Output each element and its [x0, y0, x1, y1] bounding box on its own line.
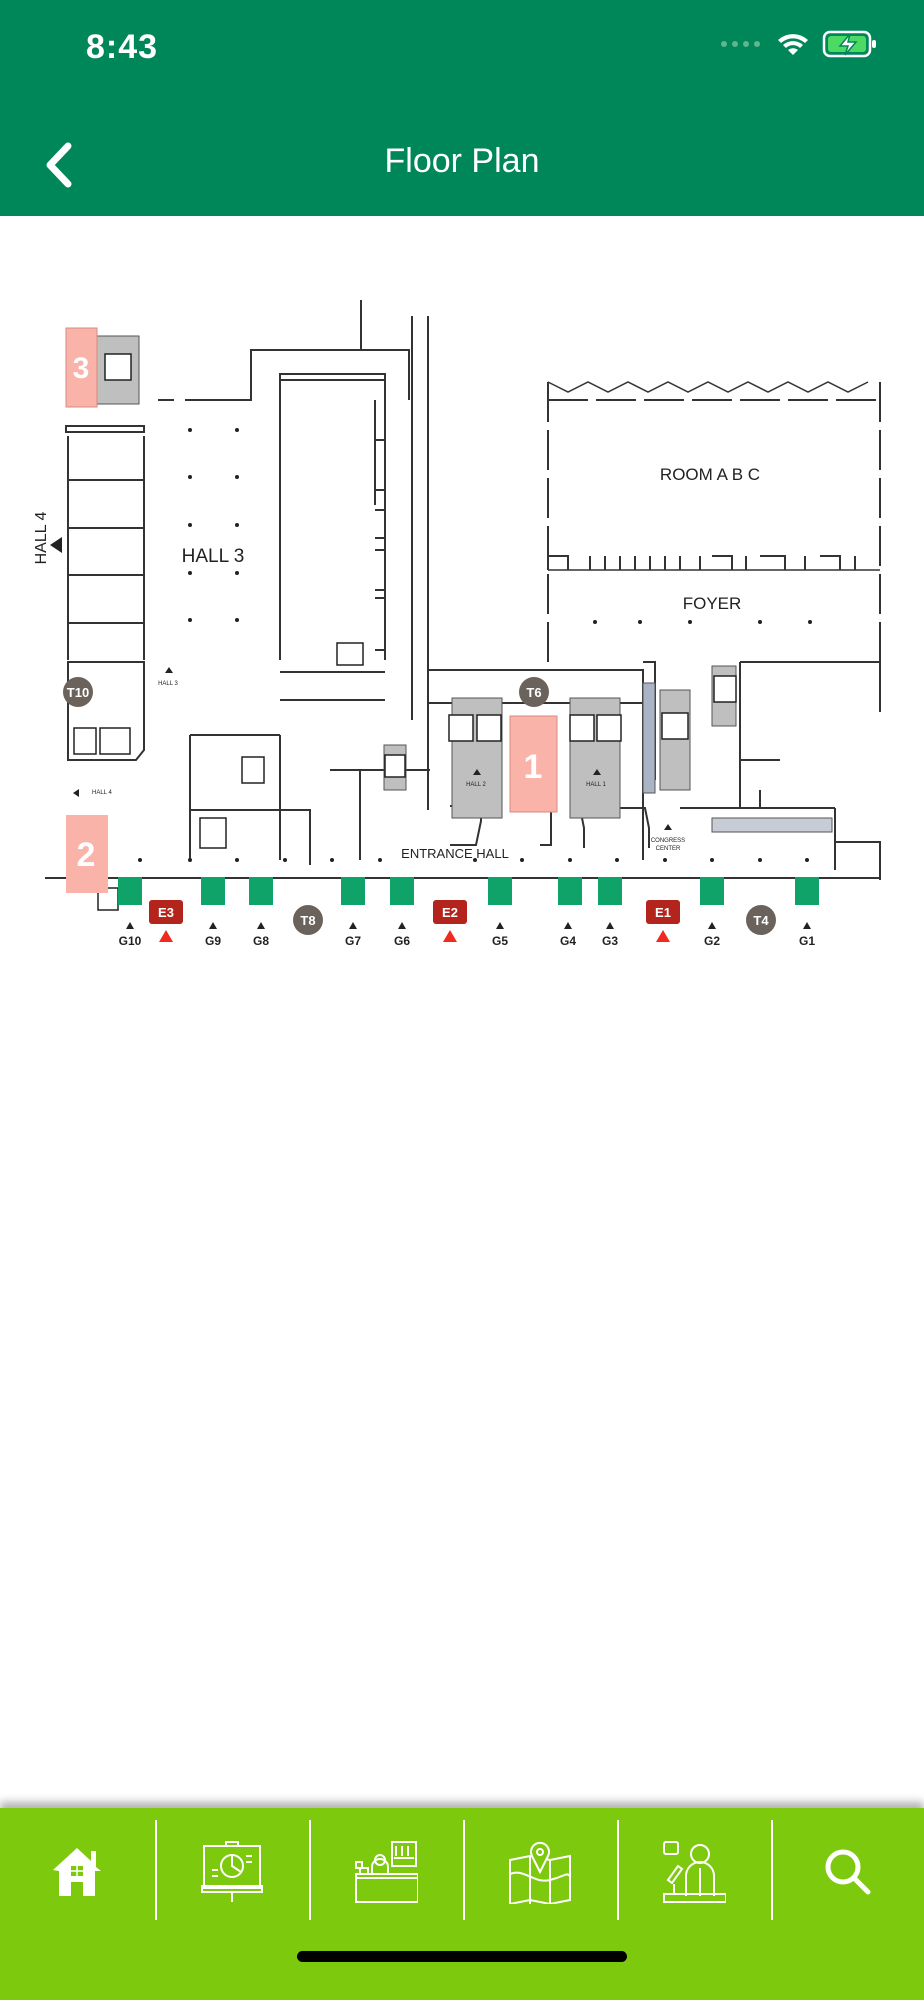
entrance-e2: E2 [442, 905, 458, 920]
page-title: Floor Plan [384, 142, 540, 180]
gates: G10 G9 G8 G7 G6 G5 G4 G3 G2 G1 [119, 922, 815, 948]
tab-speakers[interactable] [617, 1808, 771, 1936]
entrance-e1: E1 [655, 905, 671, 920]
speaker-icon [663, 1841, 726, 1903]
entrance-arrow-icon [159, 930, 670, 942]
bottom-tab-bar [0, 1808, 924, 2000]
exhibitor-booth-icon [355, 1841, 418, 1903]
signal-icon [721, 41, 760, 47]
home-indicator [297, 1951, 627, 1962]
floor-plan-pillars [138, 428, 812, 862]
stairs-icon [73, 353, 737, 911]
room-3 [65, 327, 98, 408]
hall-4-arrow-icon [50, 537, 62, 553]
gate-g8: G8 [253, 934, 269, 948]
map-icon [509, 1841, 571, 1904]
entrances[interactable]: E3 E2 E1 [149, 900, 680, 942]
gate-arrow-icon [126, 922, 811, 929]
tab-map[interactable] [463, 1808, 617, 1936]
gate-g6: G6 [394, 934, 410, 948]
hall-4-label: HALL 4 [33, 512, 50, 565]
tab-home[interactable] [0, 1808, 154, 1936]
highlighted-rooms[interactable]: 3 1 2 [65, 327, 558, 893]
terminal-t6: T6 [526, 685, 541, 700]
floor-plan-walls [45, 300, 881, 880]
emergency-exit-signs [118, 877, 819, 905]
terminals[interactable]: T10 T6 T8 T4 [63, 677, 776, 935]
hall-1-small-label: HALL 1 [586, 782, 606, 788]
foyer-label: FOYER [683, 594, 742, 613]
wifi-icon [778, 34, 808, 55]
room-2-label: 2 [77, 836, 96, 874]
back-button[interactable] [40, 140, 80, 190]
room-3-label: 3 [73, 352, 90, 385]
gate-g4: G4 [560, 934, 576, 948]
room-1-label: 1 [524, 748, 543, 786]
tab-divider [463, 1820, 465, 1920]
gate-g10: G10 [119, 934, 142, 948]
gate-g3: G3 [602, 934, 618, 948]
tab-divider [617, 1820, 619, 1920]
home-icon [53, 1848, 101, 1896]
gate-g2: G2 [704, 934, 720, 948]
tab-divider [155, 1820, 157, 1920]
tab-divider [309, 1820, 311, 1920]
gate-g7: G7 [345, 934, 361, 948]
room-2 [66, 815, 108, 893]
gate-g5: G5 [492, 934, 508, 948]
floor-plan-map[interactable]: 3 1 2 HALL 3 HALL 4 ROOM A B C FOYER ENT… [0, 216, 924, 976]
app-header: 8:43 Floor Plan [0, 0, 924, 216]
tab-presentations[interactable] [155, 1808, 309, 1936]
hall-4-small-label: HALL 4 [92, 790, 112, 796]
terminal-t10: T10 [67, 685, 89, 700]
battery-charging-icon [822, 30, 876, 58]
search-icon [825, 1849, 871, 1895]
entrance-e3: E3 [158, 905, 174, 920]
status-icons [720, 30, 878, 58]
tab-divider [771, 1820, 773, 1920]
room-1 [509, 715, 558, 813]
stairs-areas [96, 335, 833, 833]
terminal-t4: T4 [753, 913, 769, 928]
hall-3-small-label: HALL 3 [158, 681, 178, 687]
congress-center-label: CONGRESS [651, 838, 685, 844]
presentation-icon [201, 1841, 263, 1902]
room-abc-label: ROOM A B C [660, 465, 760, 484]
gate-g1: G1 [799, 934, 815, 948]
congress-center-label-2: CENTER [656, 846, 681, 852]
gate-g9: G9 [205, 934, 221, 948]
tab-exhibitors[interactable] [309, 1808, 463, 1936]
status-time: 8:43 [86, 28, 159, 66]
tab-search[interactable] [771, 1808, 924, 1936]
hall-2-small-label: HALL 2 [466, 782, 486, 788]
terminal-t8: T8 [300, 913, 315, 928]
entrance-hall-label: ENTRANCE HALL [401, 846, 509, 861]
hall-3-label: HALL 3 [182, 546, 245, 567]
